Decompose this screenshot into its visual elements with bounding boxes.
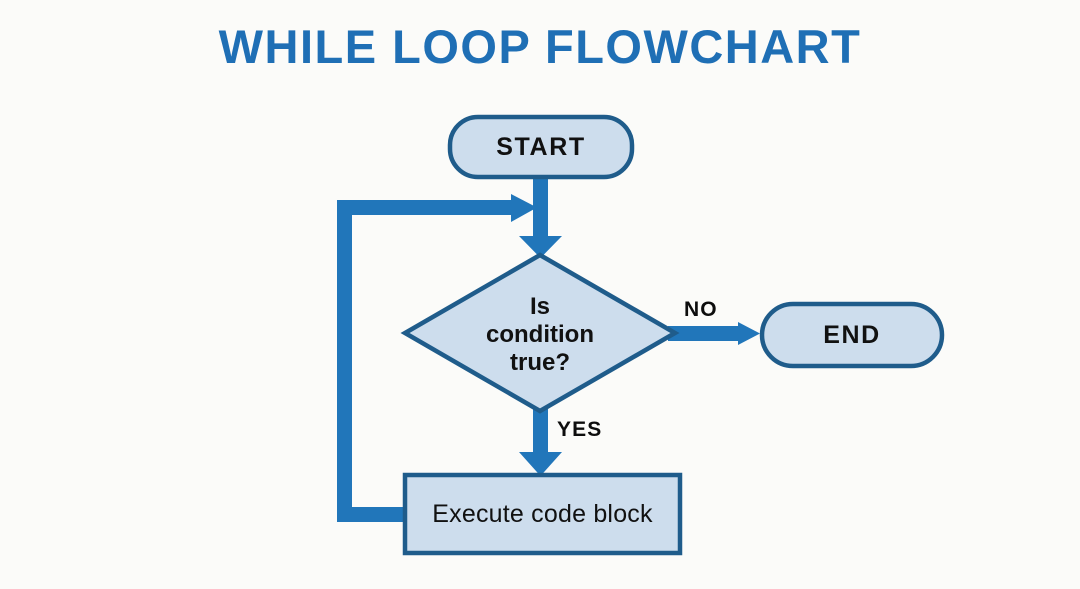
node-end[interactable]	[759, 301, 945, 369]
node-start[interactable]	[447, 114, 635, 180]
edge-decision-to-process	[519, 406, 562, 476]
node-decision[interactable]	[400, 252, 680, 414]
node-process[interactable]	[402, 472, 683, 556]
edge-start-to-decision	[519, 176, 562, 258]
edge-decision-to-end	[668, 322, 760, 345]
page-title: WHILE LOOP FLOWCHART	[218, 20, 862, 73]
edge-process-to-decision-loopback	[337, 194, 537, 522]
